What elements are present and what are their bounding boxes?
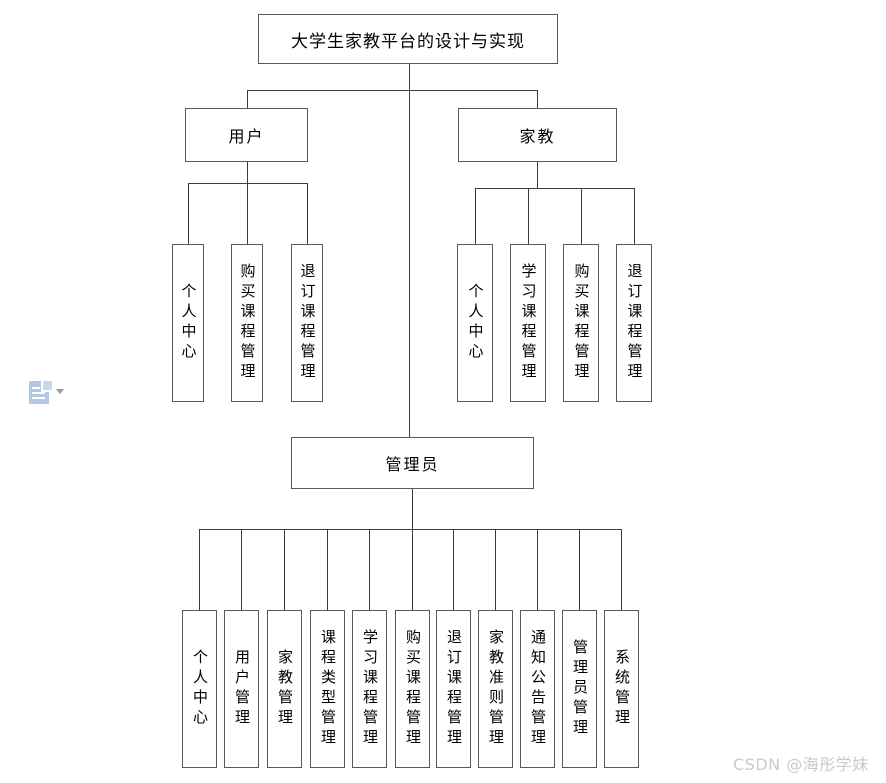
- paste-options-button[interactable]: [27, 378, 69, 408]
- connector: [475, 188, 635, 189]
- connector: [199, 529, 622, 530]
- connector: [579, 529, 580, 610]
- connector: [475, 188, 476, 244]
- connector: [199, 529, 200, 610]
- leaf-node: 购买课程管理: [563, 244, 599, 402]
- connector-level2: [247, 90, 538, 91]
- csdn-watermark: CSDN @海彤学妹: [733, 755, 869, 774]
- connector: [621, 529, 622, 610]
- connector: [528, 188, 529, 244]
- leaf-node: 退订课程管理: [616, 244, 652, 402]
- leaf-node: 通知公告管理: [520, 610, 555, 768]
- leaf-node: 系统管理: [604, 610, 639, 768]
- leaf-node: 个人中心: [182, 610, 217, 768]
- page-fold-icon: [41, 381, 52, 392]
- connector: [581, 188, 582, 244]
- leaf-node: 个人中心: [457, 244, 493, 402]
- leaf-node: 家教管理: [267, 610, 302, 768]
- connector: [495, 529, 496, 610]
- leaf-node: 学习课程管理: [352, 610, 387, 768]
- connector-trunk: [409, 64, 410, 437]
- chevron-down-icon[interactable]: [56, 389, 64, 394]
- leaf-node: 退订课程管理: [291, 244, 323, 402]
- leaf-node: 购买课程管理: [231, 244, 263, 402]
- connector: [247, 161, 248, 183]
- connector: [537, 90, 538, 109]
- connector: [537, 161, 538, 188]
- leaf-node: 用户管理: [224, 610, 259, 768]
- paste-options-icon: [29, 381, 52, 404]
- leaf-node: 个人中心: [172, 244, 204, 402]
- connector: [412, 529, 413, 610]
- connector: [453, 529, 454, 610]
- branch-node-user: 用户: [185, 108, 308, 162]
- connector: [327, 529, 328, 610]
- branch-node-admin: 管理员: [291, 437, 534, 489]
- connector: [247, 90, 248, 109]
- leaf-node: 学习课程管理: [510, 244, 546, 402]
- connector: [241, 529, 242, 610]
- connector: [188, 183, 189, 244]
- connector: [634, 188, 635, 244]
- leaf-node: 家教准则管理: [478, 610, 513, 768]
- connector: [369, 529, 370, 610]
- connector: [537, 529, 538, 610]
- leaf-node: 退订课程管理: [436, 610, 471, 768]
- connector: [284, 529, 285, 610]
- connector: [247, 183, 248, 244]
- connector: [307, 183, 308, 244]
- leaf-node: 课程类型管理: [310, 610, 345, 768]
- leaf-node: 购买课程管理: [395, 610, 430, 768]
- branch-node-tutor: 家教: [458, 108, 617, 162]
- connector: [412, 489, 413, 529]
- connector: [188, 183, 308, 184]
- leaf-node: 管理员管理: [562, 610, 597, 768]
- root-node: 大学生家教平台的设计与实现: [258, 14, 558, 64]
